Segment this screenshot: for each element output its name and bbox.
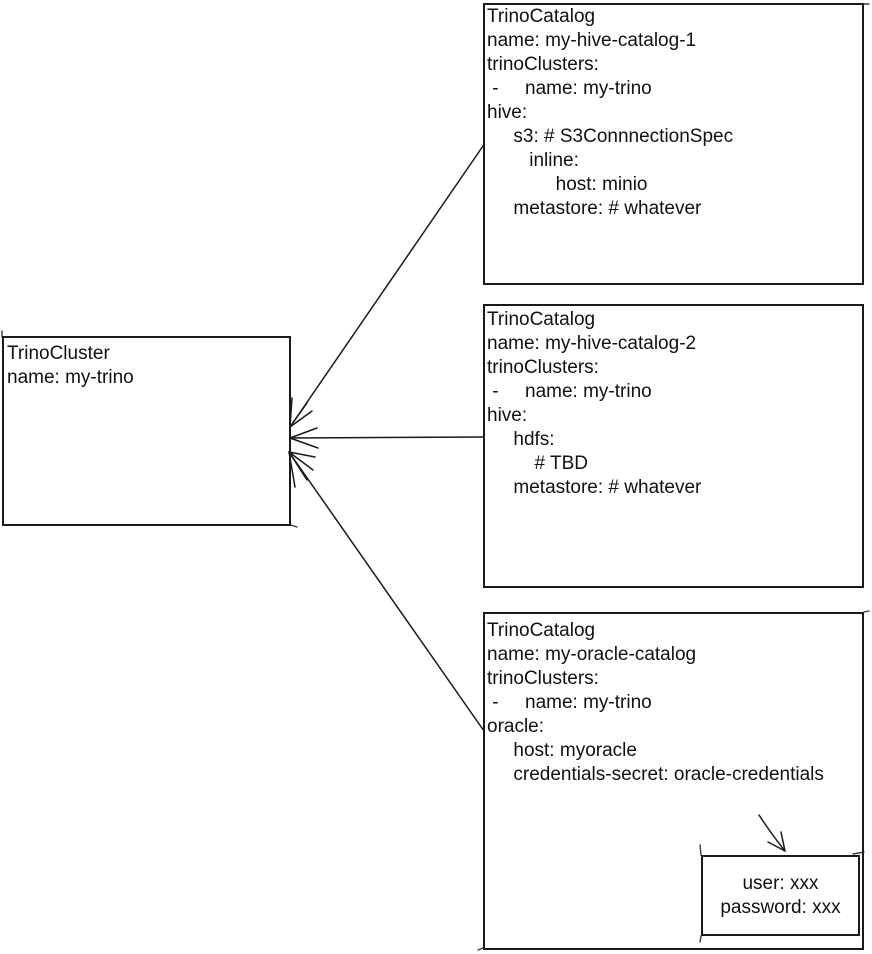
connector-catalog1-to-cluster — [289, 145, 484, 428]
yaml-line: host: minio — [487, 174, 648, 195]
yaml-line: trinoClusters: — [487, 54, 599, 75]
box-title: TrinoCatalog — [487, 6, 596, 27]
trinocluster-box: TrinoCluster name: my-trino — [2, 336, 291, 526]
yaml-line: name: my-hive-catalog-2 — [487, 333, 697, 354]
yaml-line: - name: my-trino — [487, 692, 652, 713]
connector-catalog3-to-cluster — [288, 451, 485, 732]
connector-catalog2-to-cluster — [289, 436, 484, 439]
yaml-line: name: my-trino — [7, 367, 134, 388]
yaml-line: metastore: # whatever — [487, 477, 702, 498]
yaml-line: - name: my-trino — [487, 78, 652, 99]
yaml-line: # TBD — [487, 453, 589, 474]
yaml-line: name: my-oracle-catalog — [487, 644, 697, 665]
yaml-line: trinoClusters: — [487, 668, 599, 689]
yaml-line: host: myoracle — [487, 740, 637, 761]
yaml-line: hive: — [487, 102, 528, 123]
trinocatalog-hive-2-box: TrinoCatalog name: my-hive-catalog-2 tri… — [483, 304, 864, 588]
yaml-line: hive: — [487, 405, 528, 426]
arrowhead-catalog2-icon — [289, 427, 319, 449]
yaml-line: metastore: # whatever — [487, 198, 702, 219]
box-title: TrinoCatalog — [487, 620, 596, 641]
box-title: TrinoCatalog — [487, 309, 596, 330]
yaml-line: inline: — [487, 150, 579, 171]
yaml-line: name: my-hive-catalog-1 — [487, 30, 697, 51]
box-title: TrinoCluster — [7, 343, 110, 364]
yaml-line: trinoClusters: — [487, 357, 599, 378]
yaml-line: s3: # S3ConnnectionSpec — [487, 126, 734, 147]
arrowhead-catalog3-icon — [288, 451, 316, 488]
trinocatalog-hive-1-box: TrinoCatalog name: my-hive-catalog-1 tri… — [483, 3, 864, 285]
secret-user-line: user: xxx — [742, 872, 819, 894]
secret-password-line: password: xxx — [720, 896, 841, 918]
credentials-secret-box: user: xxx password: xxx — [701, 855, 860, 936]
yaml-line: hdfs: — [487, 429, 555, 450]
yaml-line: - name: my-trino — [487, 381, 652, 402]
yaml-line: credentials-secret: oracle-credentials — [487, 764, 824, 785]
yaml-line: oracle: — [487, 716, 545, 737]
arrowhead-catalog1-icon — [289, 397, 313, 428]
